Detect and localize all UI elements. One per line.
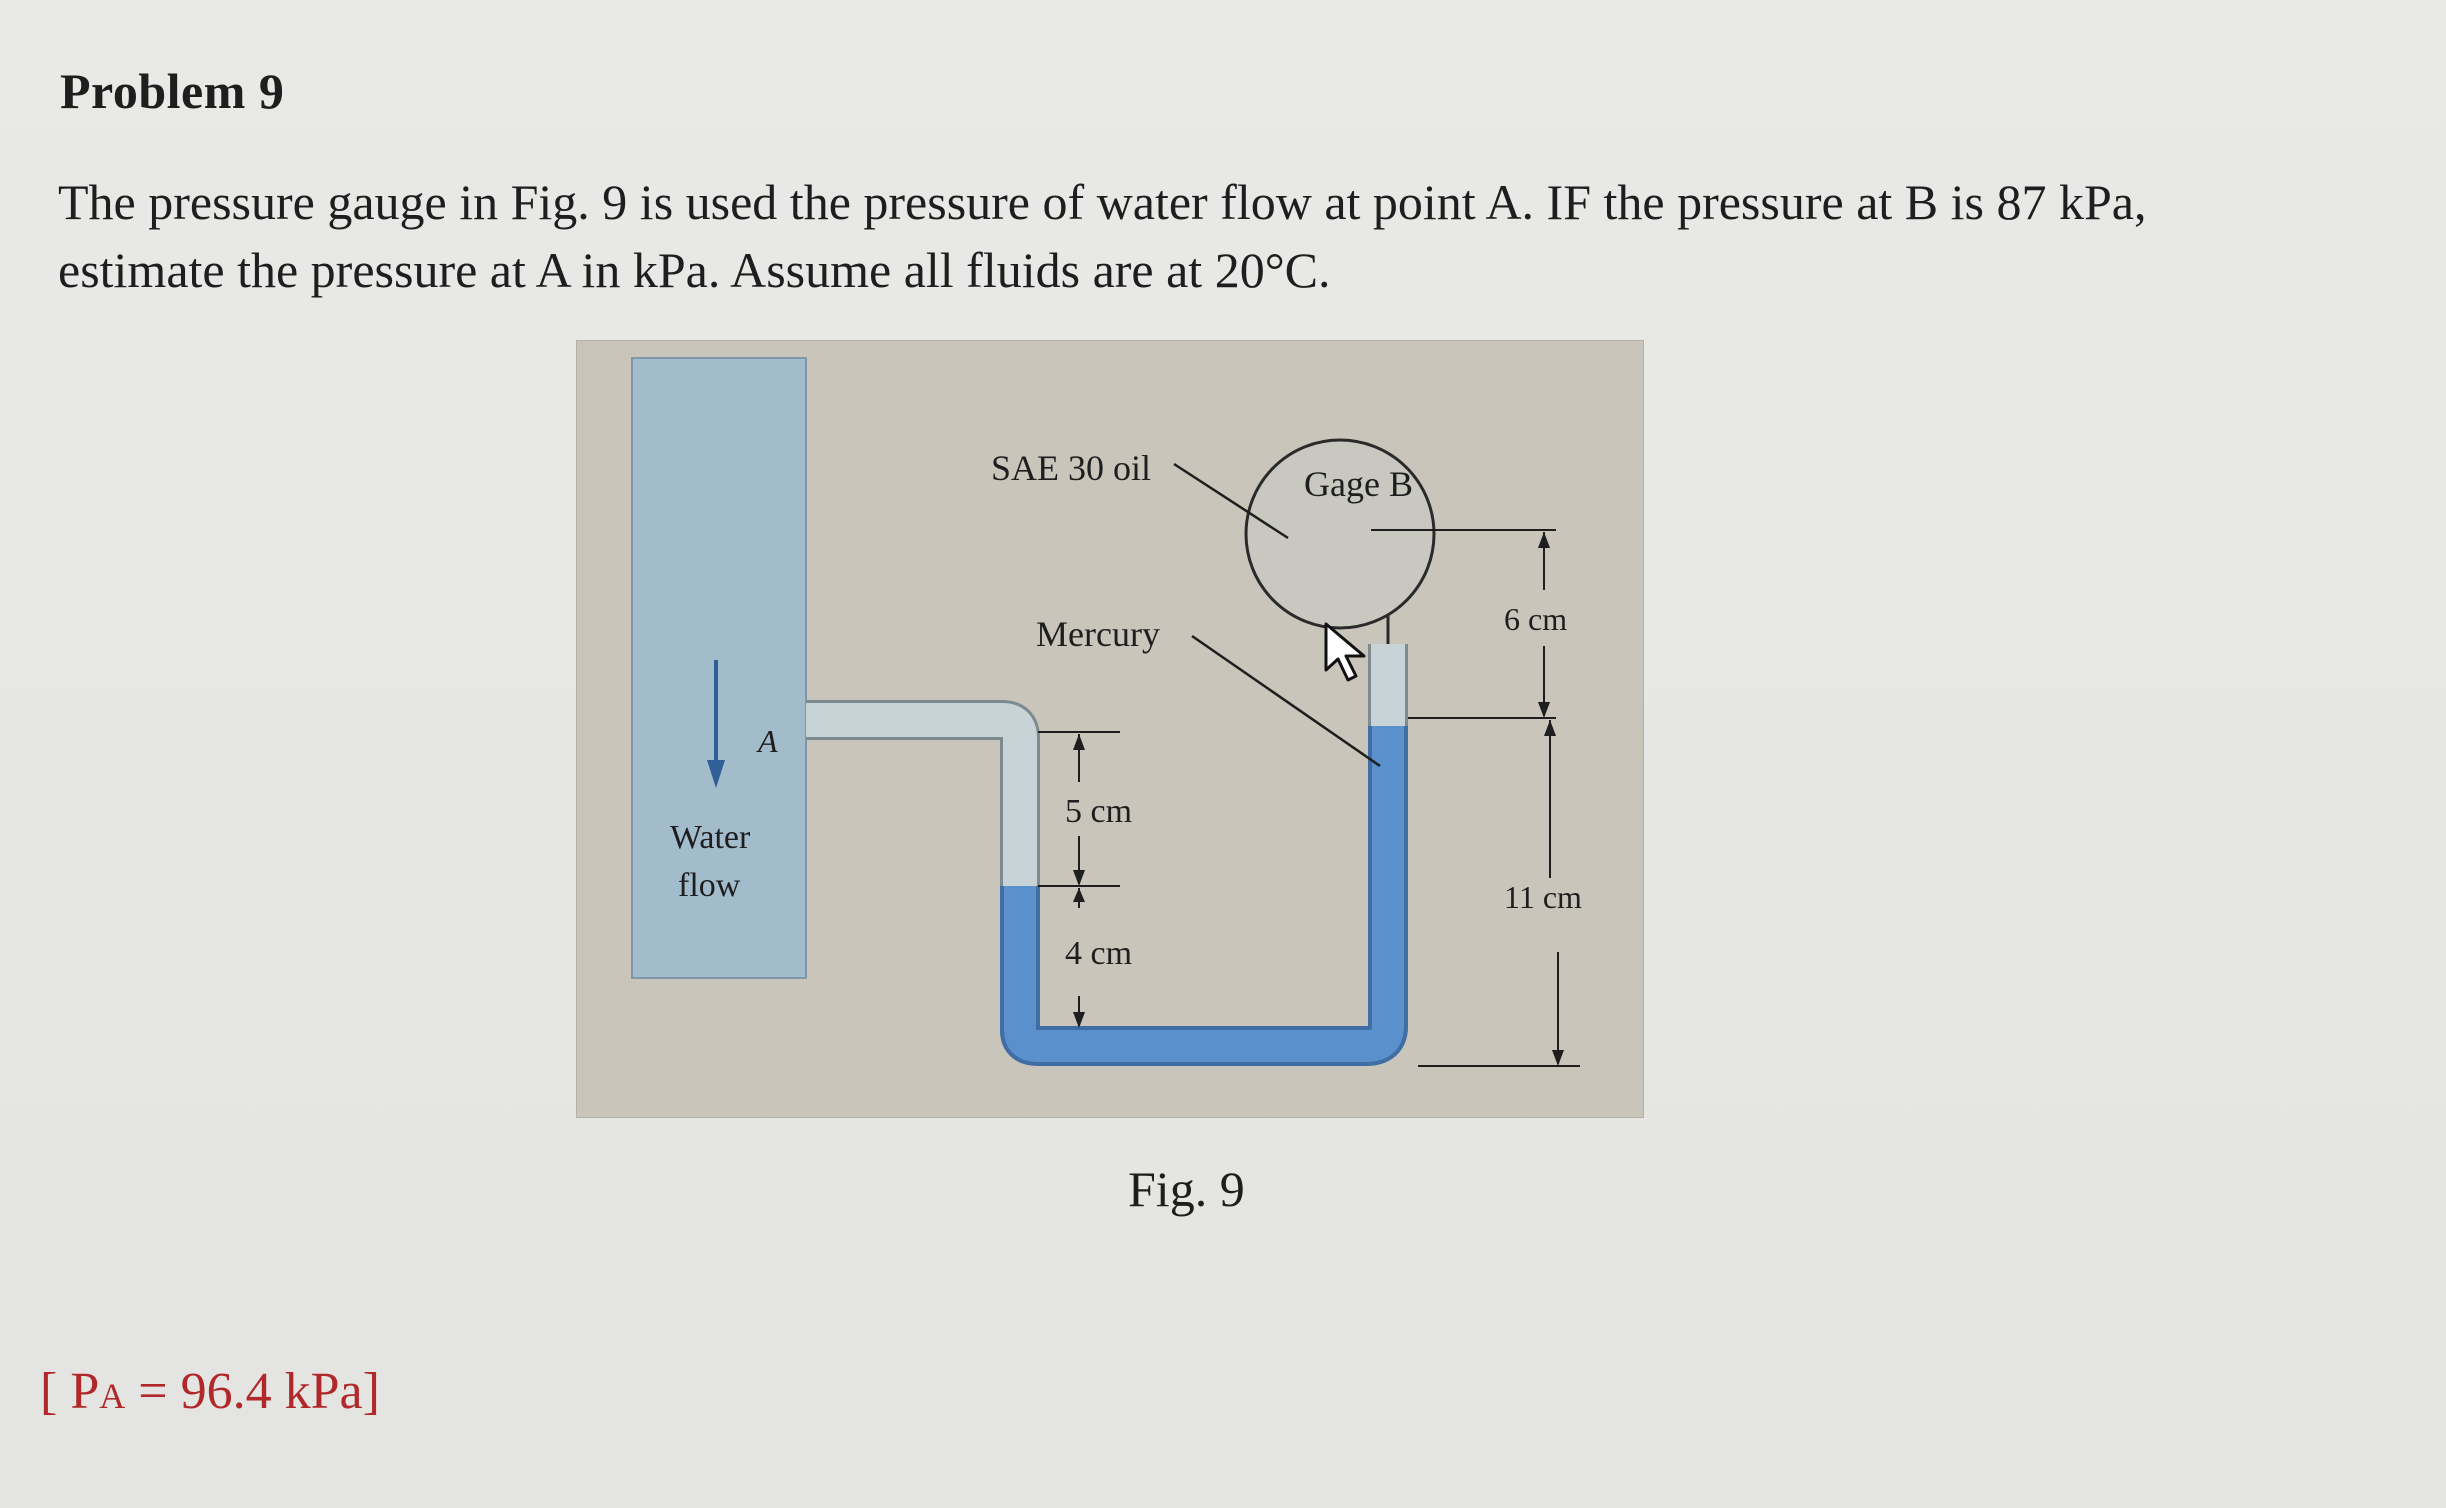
gage-b-dial bbox=[1244, 438, 1436, 630]
label-11cm: 11 cm bbox=[1504, 879, 1582, 915]
figure-caption: Fig. 9 bbox=[1128, 1161, 1245, 1217]
label-point-a: A bbox=[756, 723, 778, 759]
label-sae-oil: SAE 30 oil bbox=[991, 448, 1151, 488]
label-water: Water bbox=[670, 819, 751, 856]
answer-suffix: = 96.4 kPa] bbox=[125, 1363, 380, 1420]
answer-subscript: A bbox=[99, 1376, 126, 1416]
label-gage-b: Gage B bbox=[1304, 464, 1413, 504]
answer-prefix: [ P bbox=[40, 1363, 100, 1420]
answer-note: [ PA = 96.4 kPa] bbox=[40, 1362, 380, 1421]
label-flow: flow bbox=[678, 867, 741, 904]
label-5cm: 5 cm bbox=[1065, 793, 1132, 830]
label-6cm: 6 cm bbox=[1504, 601, 1567, 637]
problem-title: Problem 9 bbox=[60, 63, 285, 119]
mouse-pointer-icon bbox=[1324, 622, 1366, 682]
label-mercury: Mercury bbox=[1036, 614, 1160, 654]
problem-line-1: The pressure gauge in Fig. 9 is used the… bbox=[58, 174, 2147, 230]
problem-statement: The pressure gauge in Fig. 9 is used the… bbox=[58, 168, 2398, 304]
water-pipe bbox=[631, 357, 807, 979]
figure-9: SAE 30 oil Gage B Mercury A Water flow 5… bbox=[576, 340, 1644, 1118]
problem-line-2: estimate the pressure at A in kPa. Assum… bbox=[58, 242, 1331, 298]
label-4cm: 4 cm bbox=[1065, 935, 1132, 972]
